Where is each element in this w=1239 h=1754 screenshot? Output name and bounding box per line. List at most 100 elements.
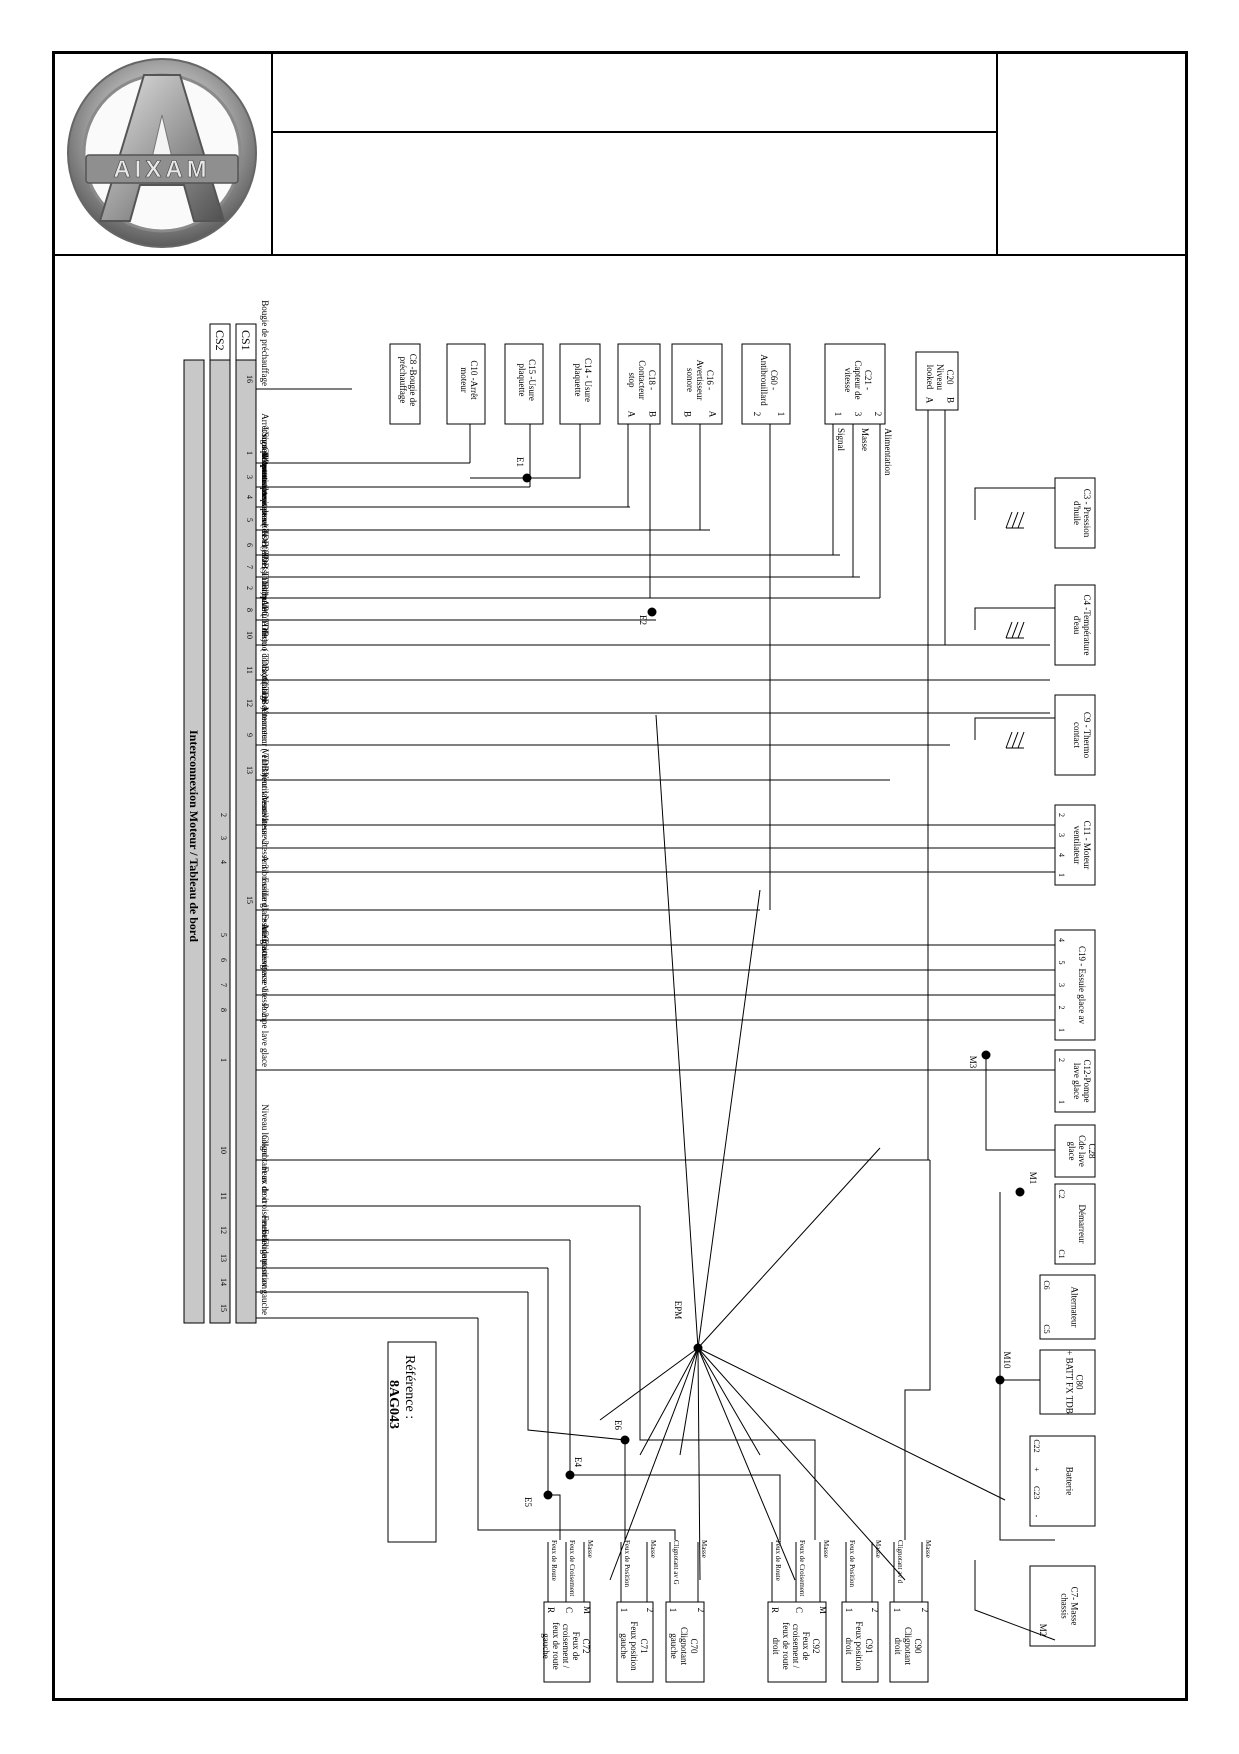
splice-label-m10: M10	[1002, 1351, 1012, 1369]
reference-box	[387, 1341, 437, 1543]
c21-wire-label: Signal	[836, 428, 846, 452]
bottom-wire-label: Feux de Croisement	[798, 1540, 806, 1596]
top-component-box	[824, 343, 886, 425]
bottom-component-name-line: gauche	[619, 1633, 629, 1658]
signal-label: Excitation démarreur	[260, 666, 270, 742]
cs1-pin: 8	[245, 608, 254, 612]
wire	[569, 1240, 781, 1540]
signal-label: Niveau looked	[260, 1104, 270, 1157]
splice-label-e5: E5	[523, 1497, 533, 1507]
top-component-pin: 2	[873, 412, 883, 417]
right-component-box	[1054, 584, 1096, 666]
bottom-component-box	[841, 1601, 879, 1683]
bottom-component-name-line: droit	[893, 1638, 903, 1655]
right-component-pin: 2	[1057, 1006, 1066, 1010]
ground-symbol	[1011, 731, 1019, 749]
signal-label: Clignotant av droit	[260, 1135, 270, 1203]
cs1-pin: 16	[245, 375, 254, 383]
bottom-component-name-line: croisement /	[791, 1624, 801, 1669]
top-component-name-line: Contacteur	[637, 360, 647, 400]
bottom-component-box	[616, 1601, 654, 1683]
right-component-pin: 4	[1057, 938, 1066, 942]
right-component-box	[1039, 1274, 1096, 1340]
right-component-pin: 1	[1057, 1100, 1066, 1104]
signal-label: Température d'eau ( TDB )	[260, 580, 270, 677]
top-component-box	[671, 343, 723, 425]
wire	[639, 1206, 816, 1540]
epm-ground-wire	[655, 714, 699, 1349]
bottom-component-name-line: Clignotant	[903, 1627, 913, 1665]
top-component-name-line: C16 -	[705, 370, 715, 390]
epm-ground-wire	[697, 889, 761, 1349]
splice-label-m3: M3	[968, 1056, 978, 1069]
splice-e1	[522, 473, 532, 483]
signal-label: Bougie de préchauffage	[260, 300, 270, 386]
drawing-frame	[52, 51, 1188, 1701]
right-component-name-line: C4 -Température	[1082, 594, 1092, 655]
top-component-box	[446, 343, 486, 425]
cs2-pin: 1	[219, 1058, 228, 1062]
signal-label: Thermo contact ( TDB )	[260, 623, 270, 710]
wire	[999, 1192, 1055, 1541]
epm-ground-wire	[609, 1347, 699, 1581]
right-component-pin: C5	[1042, 1324, 1051, 1333]
bottom-component-name-line: gauche	[669, 1633, 679, 1658]
aixam-logo: AIXAM	[67, 58, 257, 248]
bottom-wire-label: Clignotant av d	[896, 1540, 904, 1584]
bottom-component-pin: 2	[645, 1608, 655, 1613]
bottom-component-name-line: croisement /	[561, 1624, 571, 1669]
bottom-wire-label: Feux de Croisement	[568, 1540, 576, 1596]
signal-label: Avertisseur sonore	[260, 460, 270, 527]
right-component-pin: 3	[1057, 833, 1066, 837]
right-component-box	[1029, 1435, 1096, 1527]
top-component-name-line: C18 -	[647, 370, 657, 390]
cs2-pin: 2	[219, 813, 228, 817]
signal-label: Ventilateur vitesse 3	[260, 796, 270, 869]
wire	[527, 1292, 626, 1540]
cs1-pin: 15	[245, 896, 254, 904]
right-component-name-line: C19 - Essuie glace av	[1077, 946, 1087, 1024]
bottom-component-pin: 1	[892, 1608, 902, 1613]
cs2-pin: 11	[219, 1192, 228, 1200]
top-component-pin: A	[925, 397, 935, 404]
right-component-name-line: Batterie	[1065, 1467, 1075, 1496]
right-component-name-line: glace	[1067, 1142, 1077, 1161]
top-component-box	[389, 343, 421, 425]
bottom-wire-label: Masse	[822, 1540, 830, 1558]
right-component-name-line: C7- Masse	[1069, 1587, 1079, 1626]
signal-label: Contacteur stop	[260, 447, 270, 504]
right-component-pin: 1	[1057, 1028, 1066, 1032]
bottom-component-pin: M	[818, 1606, 828, 1614]
signal-label: + APC	[260, 593, 270, 617]
bottom-wire-label: Feux de Route	[774, 1540, 782, 1581]
right-component-name-line: + BATT FX TDB	[1065, 1350, 1075, 1414]
cs1-header	[235, 323, 257, 361]
top-component-name-line: moteur	[459, 367, 469, 393]
ground-symbol	[1005, 621, 1013, 639]
signal-label: Charge Alternateur ( TDB )	[260, 678, 270, 777]
epm-ground-wire	[697, 1147, 881, 1349]
title-divider-right	[996, 51, 998, 254]
top-component-name-line: C8 -Bougie de	[408, 354, 418, 407]
cs1-pin: 4	[245, 495, 254, 499]
bottom-component-pin: 2	[696, 1608, 706, 1613]
reference-label: Référence :	[402, 1355, 417, 1419]
cs1-pin: 5	[245, 518, 254, 522]
top-component-name-line: Niveau	[935, 364, 945, 390]
right-component-pin: C1	[1057, 1249, 1066, 1258]
cs2-rail	[209, 359, 231, 1324]
bottom-component-name-line: Clignotant	[679, 1627, 689, 1665]
bottom-component-name-line: Feux de	[801, 1632, 811, 1661]
signal-label: Feux de croisement	[260, 1167, 270, 1238]
epm-ground-wire	[697, 1347, 761, 1456]
bottom-component-name-line: C71	[639, 1638, 649, 1653]
splice-label-m2: M2	[1038, 1624, 1048, 1637]
top-component-pin: 1	[833, 412, 843, 417]
bottom-component-name-line: C70	[689, 1638, 699, 1654]
epm-ground-wire	[697, 1347, 1006, 1501]
signal-label: Essuie glace vitesse 1	[260, 914, 270, 992]
right-component-box	[1029, 1565, 1096, 1647]
signal-label: Ventilateur vitesse 2	[260, 772, 270, 845]
bottom-component-name-line: C90	[913, 1638, 923, 1654]
